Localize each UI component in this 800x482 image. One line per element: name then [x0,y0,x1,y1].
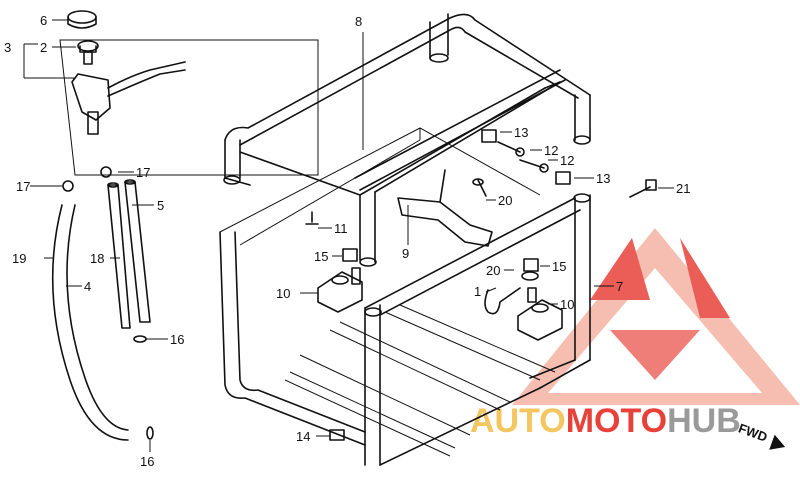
label-part-13-upper: 13 [514,125,528,140]
label-part-13-lower: 13 [596,171,610,186]
label-part-9: 9 [402,246,409,261]
label-part-20-upper: 20 [498,193,512,208]
logo-chevron-right [680,238,730,318]
label-part-7: 7 [616,279,623,294]
bolts [305,129,657,441]
brand-text: AUTOMOTOHUB [470,402,741,440]
label-part-3: 3 [4,40,11,55]
label-part-17-right: 17 [136,165,150,180]
label-part-10-right: 10 [560,297,574,312]
arrow-right-icon [769,434,786,450]
label-part-15-left: 15 [314,249,328,264]
label-part-16-lower: 16 [140,454,154,469]
label-part-18: 18 [90,251,104,266]
label-part-5: 5 [157,198,164,213]
engine-mount-right [517,287,563,341]
label-part-2: 2 [40,40,47,55]
label-part-12-lower: 12 [560,153,574,168]
part-labels: 6 2 3 8 17 17 5 19 18 4 16 16 11 15 9 10… [4,13,690,469]
engine-mount-left [300,267,363,313]
main-frame [219,13,591,466]
label-part-4: 4 [84,279,91,294]
label-part-16-upper: 16 [170,332,184,347]
logo-chevron-left [590,238,650,300]
bracket [397,169,493,247]
label-part-10-left: 10 [276,286,290,301]
fuel-unit [59,39,319,176]
label-part-11: 11 [334,221,348,236]
label-part-12-upper: 12 [544,143,558,158]
label-part-1: 1 [474,284,481,299]
label-part-8: 8 [355,14,362,29]
logo-inner-triangle [610,330,700,380]
fwd-label: FWD [736,421,769,445]
fuel-hoses [51,179,151,441]
label-part-19: 19 [12,251,26,266]
ground-cable [484,287,521,315]
leader-lines [30,19,674,452]
fuel-cap-assembly [23,10,99,79]
label-part-15-right: 15 [552,259,566,274]
label-part-17-left: 17 [16,179,30,194]
label-part-14: 14 [296,429,310,444]
label-part-6: 6 [40,13,47,28]
label-part-20-lower: 20 [486,263,500,278]
forward-indicator: FWD [736,421,786,450]
label-part-21: 21 [676,181,690,196]
watermark-logo [512,228,800,405]
